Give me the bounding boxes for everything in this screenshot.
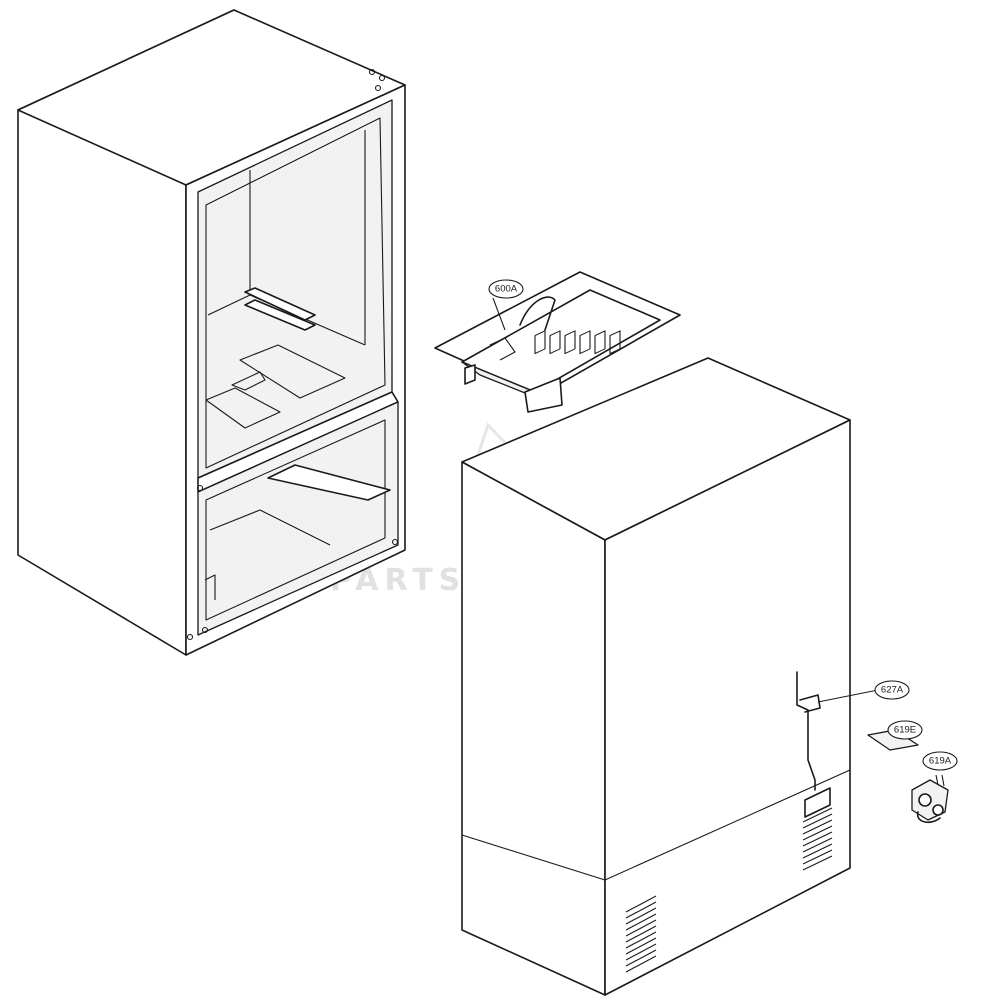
ice-maker-arm: [489, 337, 516, 361]
lower-inner-edge: [209, 509, 331, 546]
part-619E-strip: [867, 729, 919, 751]
cabinet-right-face: [604, 419, 851, 996]
callout-label: 600A: [495, 284, 518, 295]
cabinet-liner: [17, 9, 406, 656]
shelf-rail: [244, 287, 316, 321]
callout-oval: [922, 751, 958, 771]
ice-maker-bracket: [524, 377, 563, 413]
outer-cabinet: [461, 357, 879, 996]
callout-619E: 619E: [887, 720, 923, 740]
callout-627A: 627A: [874, 680, 910, 700]
machine-compartment-line: [461, 834, 606, 881]
shelf-rail: [244, 299, 316, 331]
machine-compartment-line: [604, 769, 851, 881]
ice-mold-cell: [609, 330, 621, 355]
floor-panel: [239, 344, 346, 399]
access-panel: [804, 787, 831, 818]
ice-maker-mount: [464, 364, 476, 385]
callout-oval: [874, 680, 910, 700]
callout-label: 619E: [894, 725, 916, 736]
ice-mold-cell: [594, 330, 606, 355]
lower-shelf: [267, 464, 391, 501]
valve-port: [932, 804, 944, 816]
valve-pin: [941, 774, 945, 787]
callout-619A: 619A: [922, 751, 958, 771]
vent-grille-right: [802, 807, 833, 871]
callout-oval: [887, 720, 923, 740]
ice-maker-assembly: [434, 271, 681, 413]
ice-mold-cell: [579, 330, 591, 355]
lower-inner-edge: [204, 574, 216, 600]
leader-line-600A: [492, 297, 506, 331]
part-619A-valve: [911, 774, 949, 824]
callout-label: 627A: [881, 685, 904, 696]
ice-mold-cell: [549, 330, 561, 355]
valve-port: [918, 793, 932, 807]
callout-oval: [488, 279, 524, 299]
lower-compartment-opening: [197, 401, 399, 636]
screw-hole: [378, 74, 386, 82]
water-tube: [796, 671, 816, 791]
screw-hole: [391, 538, 399, 546]
vent-grille-left: [625, 895, 657, 973]
floor-panel: [205, 387, 281, 429]
cabinet-left-face: [461, 461, 606, 996]
floor-panel: [231, 371, 266, 391]
callout-label: 619A: [929, 756, 952, 767]
upper-compartment-inner: [205, 117, 386, 469]
screw-hole: [186, 633, 194, 641]
leader-line-619A: [935, 774, 939, 786]
screw-hole: [374, 84, 382, 92]
ice-mold-cell: [564, 330, 576, 355]
callout-600A: 600A: [488, 279, 524, 299]
valve-fitting: [916, 811, 941, 824]
screw-hole: [368, 68, 376, 76]
ice-maker-ejector: [519, 296, 556, 331]
ice-mold-cell: [534, 330, 546, 355]
leader-line-627A: [817, 689, 879, 703]
screw-hole: [201, 626, 209, 634]
